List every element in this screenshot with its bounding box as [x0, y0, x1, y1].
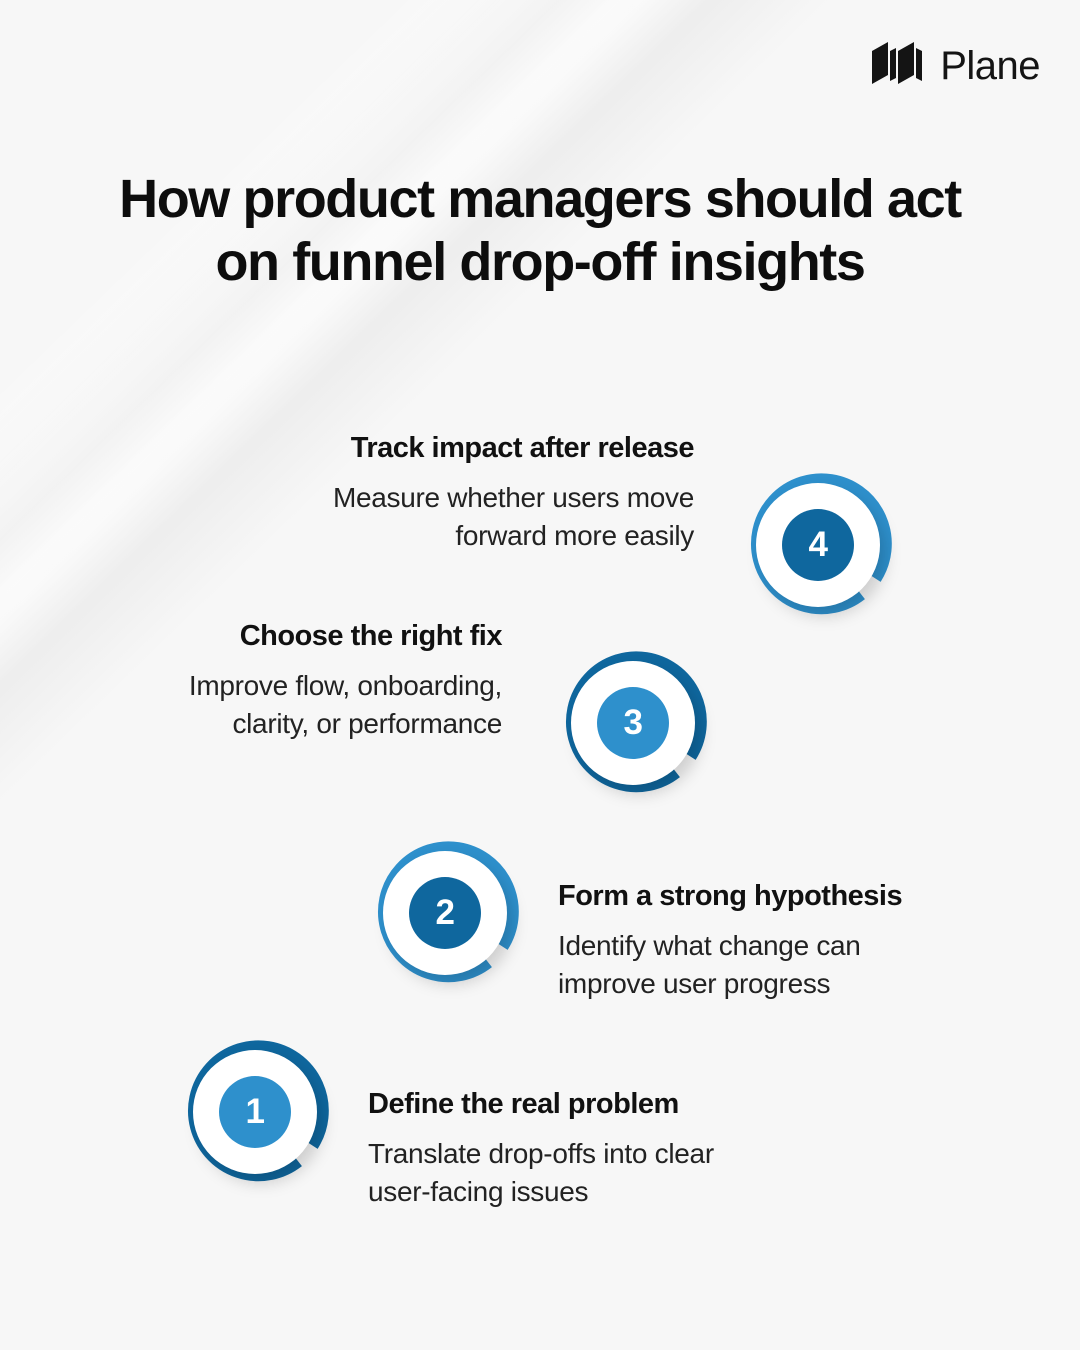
brand-logo: Plane: [870, 40, 1040, 91]
step-2-text-block: Form a strong hypothesis Identify what c…: [558, 880, 988, 1002]
step-1-heading: Define the real problem: [368, 1088, 679, 1120]
step-2-badge: 2: [365, 833, 525, 993]
brand-name: Plane: [940, 43, 1040, 88]
step-2-number: 2: [409, 877, 481, 949]
plane-logo-mark-icon: [870, 40, 926, 91]
step-3-badge: 3: [553, 643, 713, 803]
step-3-text-block: Choose the right fix Improve flow, onboa…: [82, 620, 503, 742]
step-1-number: 1: [219, 1076, 291, 1148]
step-4-heading: Track impact after release: [350, 432, 695, 464]
step-3-number: 3: [597, 687, 669, 759]
step-1-text-block: Define the real problem Translate drop-o…: [368, 1088, 808, 1210]
step-3-description: Improve flow, onboarding, clarity, or pe…: [188, 670, 502, 739]
step-3-heading: Choose the right fix: [239, 620, 503, 652]
step-4-badge: 4: [738, 465, 898, 625]
step-2-description: Identify what change can improve user pr…: [558, 930, 861, 999]
step-4-text-block: Track impact after release Measure wheth…: [264, 432, 695, 554]
step-1-description: Translate drop-offs into clear user-faci…: [368, 1138, 714, 1207]
page-title: How product managers should act on funne…: [119, 169, 962, 293]
step-4-number: 4: [782, 509, 854, 581]
step-2-heading: Form a strong hypothesis: [558, 880, 903, 912]
step-4-description: Measure whether users move forward more …: [332, 482, 694, 551]
step-1-badge: 1: [175, 1032, 335, 1192]
